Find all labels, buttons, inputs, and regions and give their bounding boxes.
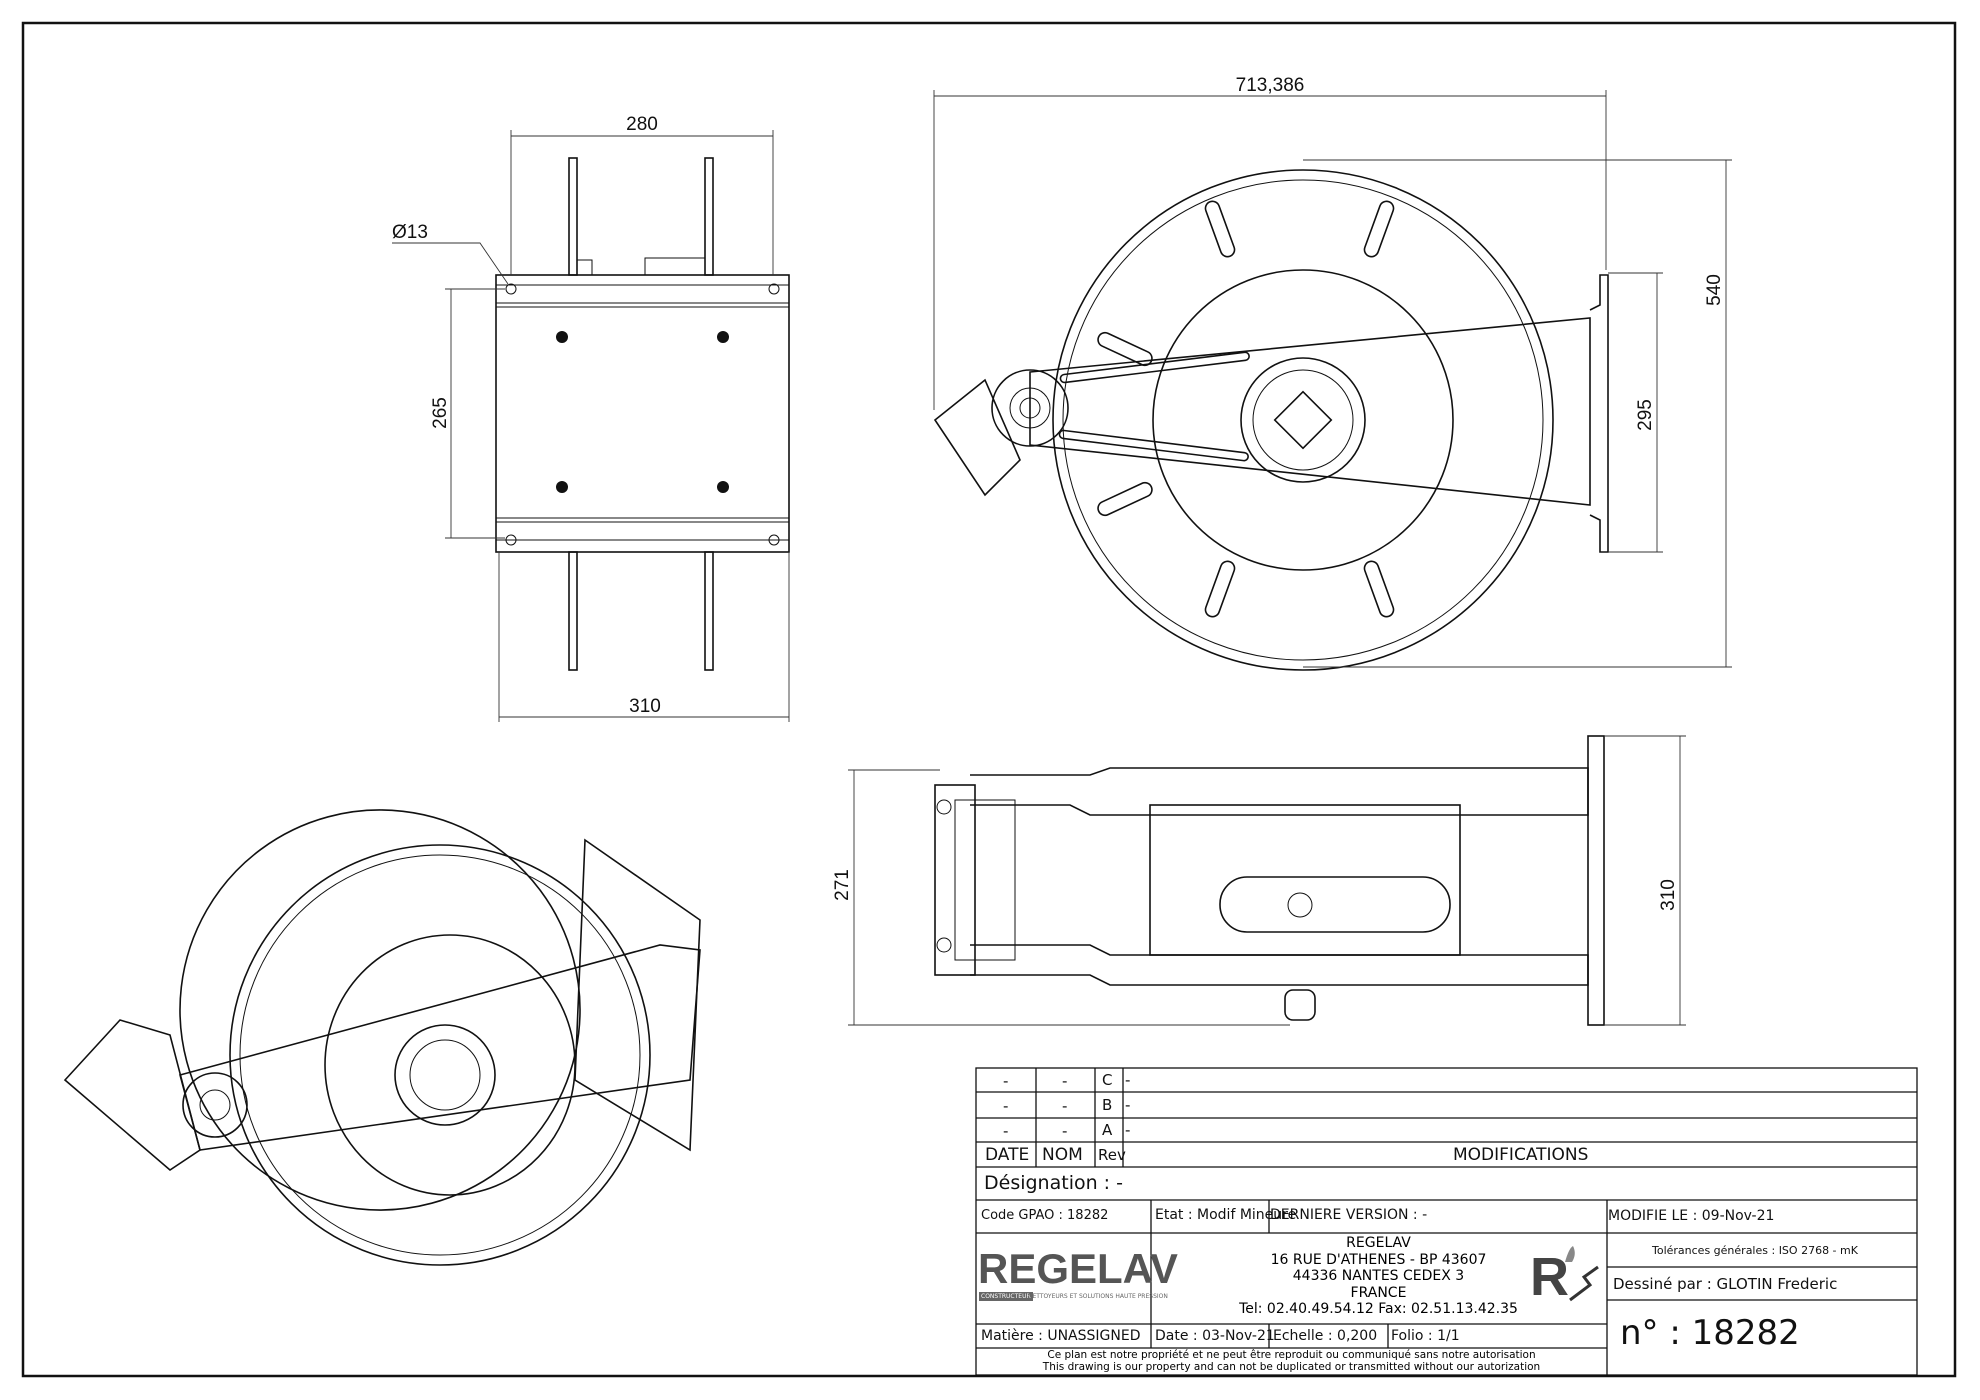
logo-name: REGELAV bbox=[978, 1245, 1178, 1292]
address-line: FRANCE bbox=[1350, 1284, 1407, 1301]
rev-date: - bbox=[1003, 1122, 1009, 1140]
dessine-par: Dessiné par : GLOTIN Frederic bbox=[1613, 1275, 1838, 1293]
svg-text:R: R bbox=[1530, 1247, 1569, 1307]
rev-letter: A bbox=[1102, 1121, 1113, 1139]
code-gpao: Code GPAO : 18282 bbox=[981, 1208, 1109, 1223]
side-view: 271 310 bbox=[832, 735, 1686, 1026]
tolerances: Tolérances générales : ISO 2768 - mK bbox=[1652, 1244, 1858, 1257]
etat: Etat : Modif Mineure bbox=[1155, 1207, 1297, 1223]
header-date: DATE bbox=[985, 1145, 1030, 1165]
dim-540: 540 bbox=[1704, 274, 1725, 306]
modifie-le: MODIFIE LE : 09-Nov-21 bbox=[1608, 1208, 1775, 1224]
address-line: 16 RUE D'ATHENES - BP 43607 bbox=[1270, 1251, 1487, 1268]
front-view: 713,386 540 295 bbox=[933, 75, 1732, 671]
company-address: REGELAV 16 RUE D'ATHENES - BP 43607 4433… bbox=[1151, 1235, 1606, 1318]
tel-fax: Tel: 02.40.49.54.12 Fax: 02.51.13.42.35 bbox=[1239, 1301, 1518, 1317]
date: Date : 03-Nov-21 bbox=[1155, 1328, 1275, 1344]
derniere-version: DERNIERE VERSION : - bbox=[1270, 1207, 1428, 1223]
header-modifications: MODIFICATIONS bbox=[1453, 1145, 1589, 1165]
address-line: REGELAV bbox=[1346, 1235, 1411, 1251]
ownership-notice: Ce plan est notre propriété et ne peut ê… bbox=[976, 1349, 1607, 1373]
header-nom: NOM bbox=[1042, 1145, 1083, 1165]
matiere: Matière : UNASSIGNED bbox=[981, 1328, 1141, 1344]
rev-letter: C bbox=[1102, 1071, 1113, 1089]
logo-tag-constructeur: CONSTRUCTEUR bbox=[979, 1292, 1033, 1301]
isometric-view bbox=[63, 809, 701, 1266]
dim-310-top: 310 bbox=[629, 696, 661, 717]
rev-date: - bbox=[1003, 1097, 1009, 1115]
folio: Folio : 1/1 bbox=[1391, 1328, 1460, 1344]
address-line: 44336 NANTES CEDEX 3 bbox=[1292, 1268, 1465, 1284]
rev-nom: - bbox=[1062, 1122, 1068, 1140]
logo-tagline: NETTOYEURS ET SOLUTIONS HAUTE PRESSION bbox=[1028, 1293, 1168, 1300]
rev-nom: - bbox=[1062, 1097, 1068, 1115]
rev-mod: - bbox=[1125, 1121, 1131, 1139]
echelle: Echelle : 0,200 bbox=[1273, 1328, 1378, 1344]
regelav-r-logo: R bbox=[1530, 1246, 1599, 1307]
rev-mod: - bbox=[1125, 1071, 1131, 1089]
dim-295: 295 bbox=[1635, 399, 1656, 431]
title-block-grid bbox=[975, 1067, 1918, 1376]
dim-280: 280 bbox=[626, 114, 658, 135]
rev-mod: - bbox=[1125, 1096, 1131, 1114]
dim-hole: Ø13 bbox=[392, 222, 428, 243]
notice-fr: Ce plan est notre propriété et ne peut ê… bbox=[1047, 1349, 1536, 1361]
dim-271: 271 bbox=[832, 869, 853, 901]
sheet-border bbox=[21, 21, 1957, 1378]
rev-date: - bbox=[1003, 1072, 1009, 1090]
dim-310-side: 310 bbox=[1658, 879, 1679, 911]
top-view: 280 310 265 Ø13 bbox=[392, 114, 790, 722]
drawing-number: n° : 18282 bbox=[1620, 1313, 1800, 1353]
notice-en: This drawing is our property and can not… bbox=[1042, 1361, 1541, 1373]
designation: Désignation : - bbox=[984, 1172, 1123, 1194]
dim-265: 265 bbox=[430, 397, 451, 429]
header-rev: Rev bbox=[1098, 1146, 1126, 1164]
dim-713: 713,386 bbox=[1236, 75, 1305, 96]
rev-letter: B bbox=[1102, 1096, 1113, 1114]
rev-nom: - bbox=[1062, 1072, 1068, 1090]
